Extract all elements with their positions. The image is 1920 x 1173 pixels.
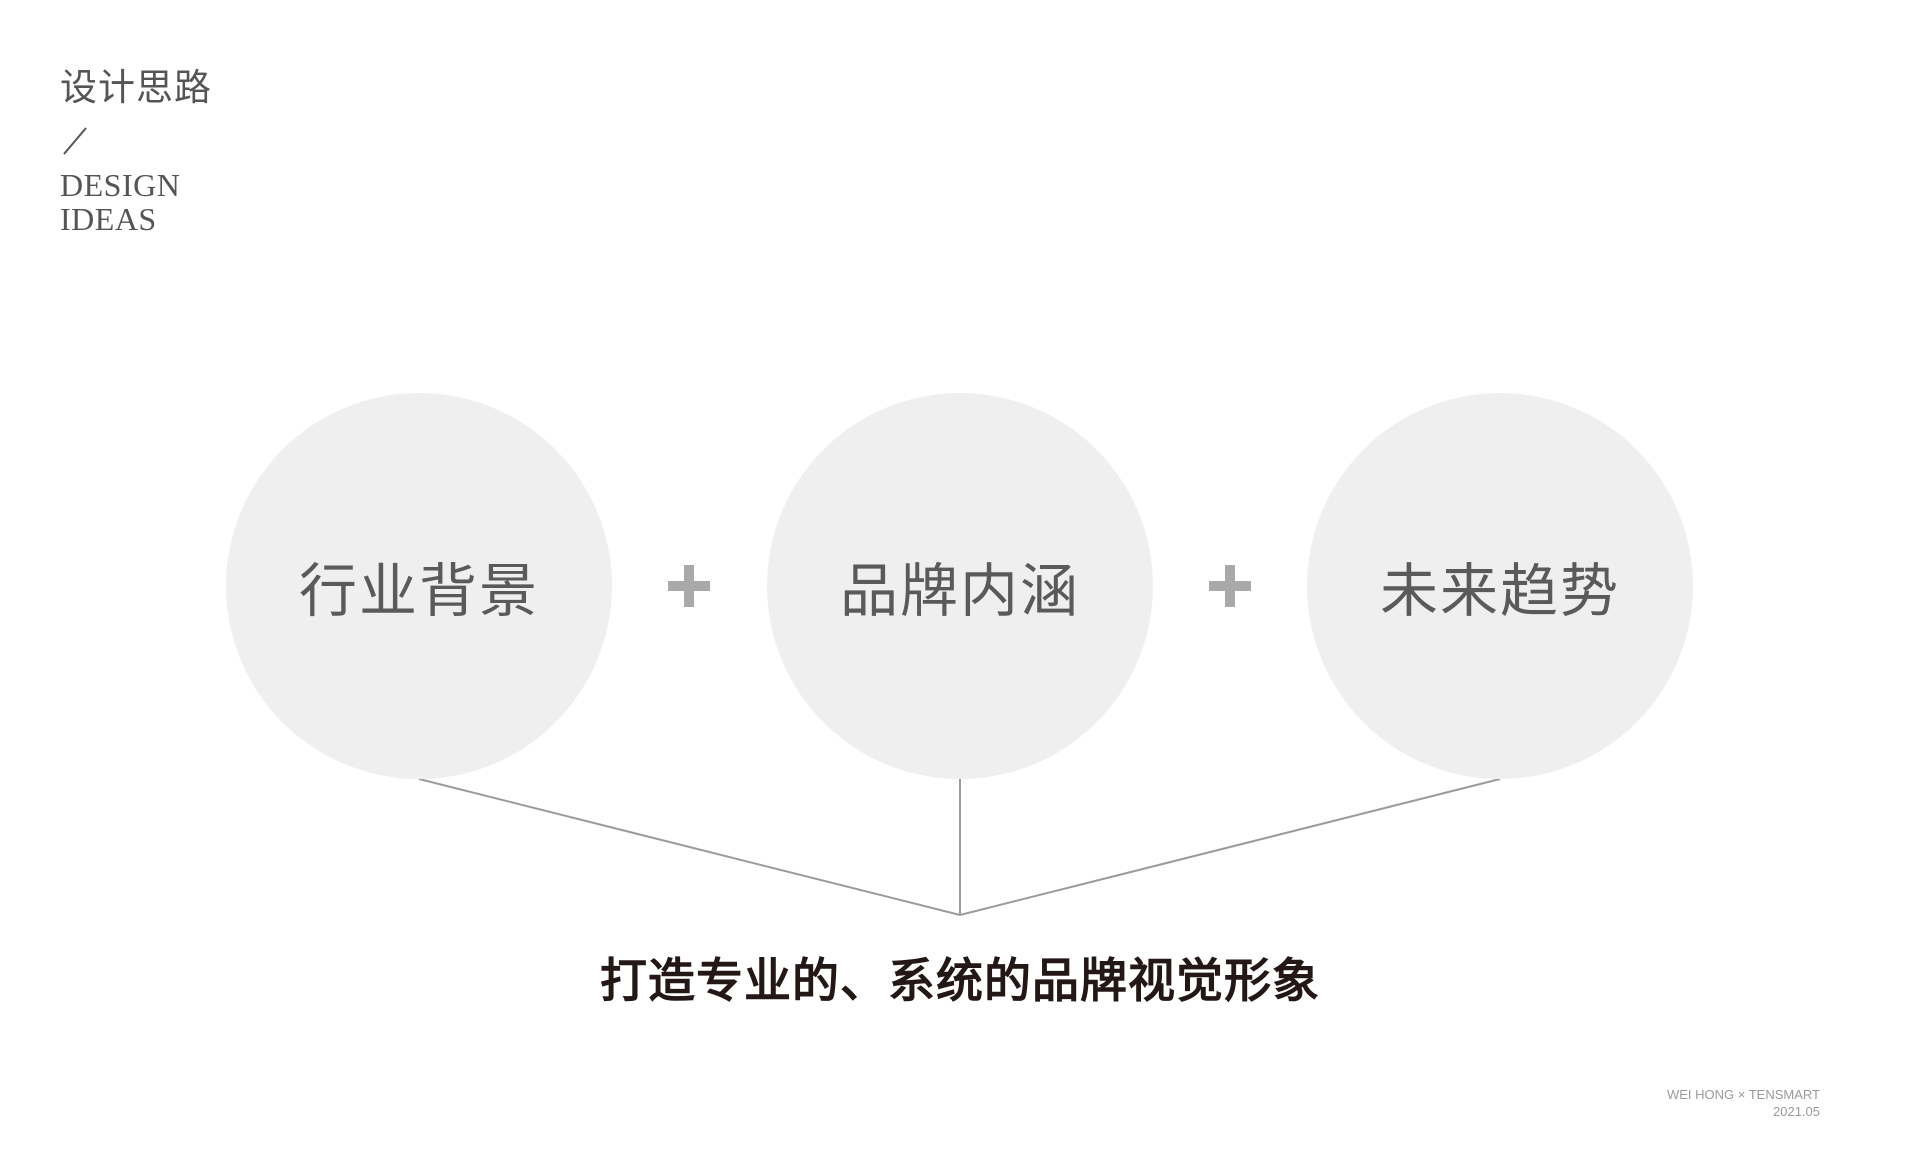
node-label: 未来趋势 (1379, 557, 1620, 625)
node-circle-industry: 行业背景 (226, 393, 612, 779)
subtitle-line-1: DESIGN (60, 167, 181, 203)
node-label: 品牌内涵 (839, 557, 1080, 625)
page-subtitle: DESIGN IDEAS (60, 168, 212, 236)
footer-credit: WEI HONG × TENSMART (1666, 1087, 1820, 1102)
slash-divider (63, 127, 87, 155)
node-label: 行业背景 (298, 557, 539, 625)
page-title: 设计思路 (60, 66, 212, 109)
plus-icon (1209, 565, 1251, 607)
node-circle-brand: 品牌内涵 (767, 393, 1153, 779)
connector-line-right (959, 778, 1501, 916)
plus-icon (668, 565, 710, 607)
footer-date: 2021.05 (1773, 1104, 1820, 1119)
header: 设计思路 DESIGN IDEAS (60, 64, 212, 236)
subtitle-line-2: IDEAS (60, 201, 157, 237)
result-statement: 打造专业的、系统的品牌视觉形象 (600, 954, 1320, 1009)
node-circle-trend: 未来趋势 (1307, 393, 1693, 779)
connector-line-left (418, 778, 961, 916)
footer: WEI HONG × TENSMART 2021.05 (1667, 1086, 1820, 1120)
